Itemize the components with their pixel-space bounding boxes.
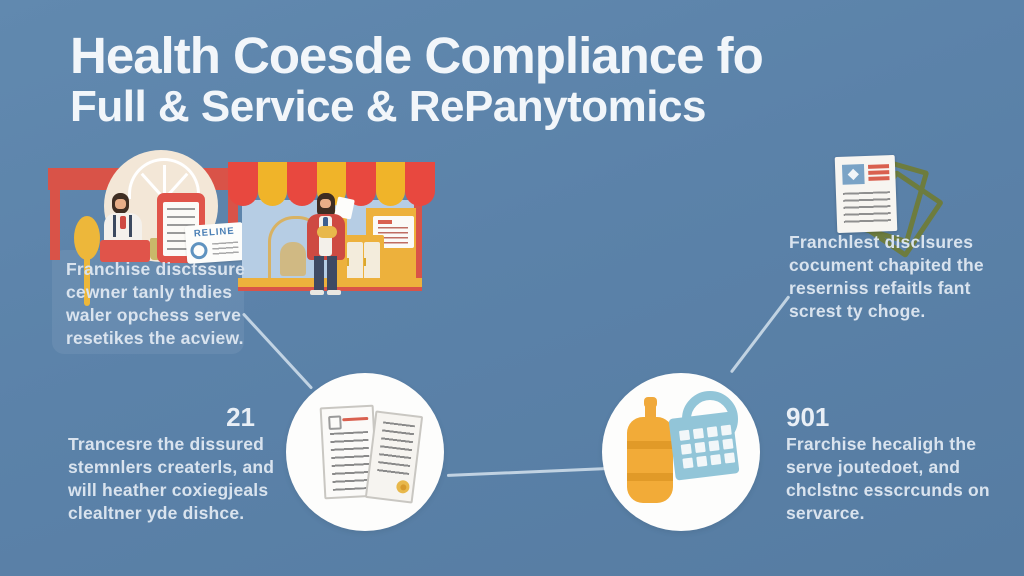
clerk-suspender: [113, 215, 116, 237]
basket-body: [668, 411, 740, 481]
doc-text-lines: [842, 191, 892, 227]
owner-shoe: [310, 290, 324, 295]
book-right-page: [364, 410, 424, 504]
step-number-901: 901: [786, 402, 830, 432]
owner-shoe: [327, 290, 341, 295]
text-line: chclstnc esscrcunds on: [786, 480, 990, 500]
connector-line-3: [729, 295, 791, 374]
text-line: reserniss refaitls fant: [789, 278, 971, 298]
text-line: stemnlers createrls, and: [68, 457, 275, 477]
door-silhouette: [280, 242, 306, 276]
storefront-right-post: [414, 200, 422, 287]
red-counter: [100, 240, 150, 262]
text-line: servarce.: [786, 503, 865, 523]
bottle-neck: [645, 406, 656, 419]
owner-leg: [314, 256, 324, 291]
right-post: [228, 168, 238, 260]
text-line: waler opchess serve: [66, 305, 242, 325]
clerk-face: [115, 199, 126, 209]
reline-card-text: RELINE: [193, 225, 236, 240]
cabinet-icon: [343, 235, 384, 286]
open-document-book-icon: [286, 373, 444, 531]
tablet-paper: [163, 202, 199, 256]
owner-face: [320, 199, 331, 208]
step-text-top-right: Franchlest disclsures cocument chapited …: [789, 231, 984, 323]
page-title-line1: Health Coesde Compliance fo: [70, 27, 764, 84]
text-line: Frarchise hecaligh the: [786, 434, 977, 454]
card-logo-icon: [189, 241, 209, 260]
left-post: [50, 168, 60, 260]
text-line: serve joutedoet, and: [786, 457, 961, 477]
text-line: will heather coxiegjeals: [68, 480, 269, 500]
text-line: cocument chapited the: [789, 255, 984, 275]
spoon-handle: [84, 256, 90, 306]
card-lines: [211, 240, 239, 257]
owner-leg: [327, 256, 337, 291]
bottle-cap: [644, 397, 657, 408]
clerk-suspender: [129, 215, 132, 237]
white-document-front: [834, 154, 898, 234]
step-number-21: 21: [226, 402, 255, 432]
spoon-icon: [74, 216, 100, 260]
connector-line-1: [241, 312, 314, 390]
bottle-and-basket-icon: [602, 373, 760, 531]
page-title-line2: Full & Service & RePanytomics: [70, 82, 706, 131]
text-line: resetikes the acview.: [66, 328, 244, 348]
text-line: screst ty choge.: [789, 301, 926, 321]
owner-tie: [323, 217, 328, 232]
certificate-seal-icon: [395, 479, 411, 495]
bread-icon: [317, 226, 337, 238]
step-text-bottom-left: Trancesre the dissured stemnlers creater…: [68, 433, 274, 525]
connector-line-2: [446, 466, 610, 477]
step-text-bottom-right: Frarchise hecaligh the serve joutedoet, …: [786, 433, 990, 525]
text-line: Franchlest disclsures: [789, 232, 974, 252]
menu-sign-icon: [373, 216, 414, 248]
text-line: clealtner yde dishce.: [68, 503, 245, 523]
text-line: Franchise disctssure: [66, 259, 246, 279]
doc-photo-square: [841, 164, 865, 185]
text-line: Trancesre the dissured: [68, 434, 265, 454]
clerk-bowtie: [120, 216, 126, 229]
basket-grid: [678, 424, 736, 469]
text-line: cewner tanly thdies: [66, 282, 233, 302]
bottle-body: [627, 417, 673, 503]
step-text-top-left: Franchise disctssure cewner tanly thdies…: [66, 258, 245, 350]
